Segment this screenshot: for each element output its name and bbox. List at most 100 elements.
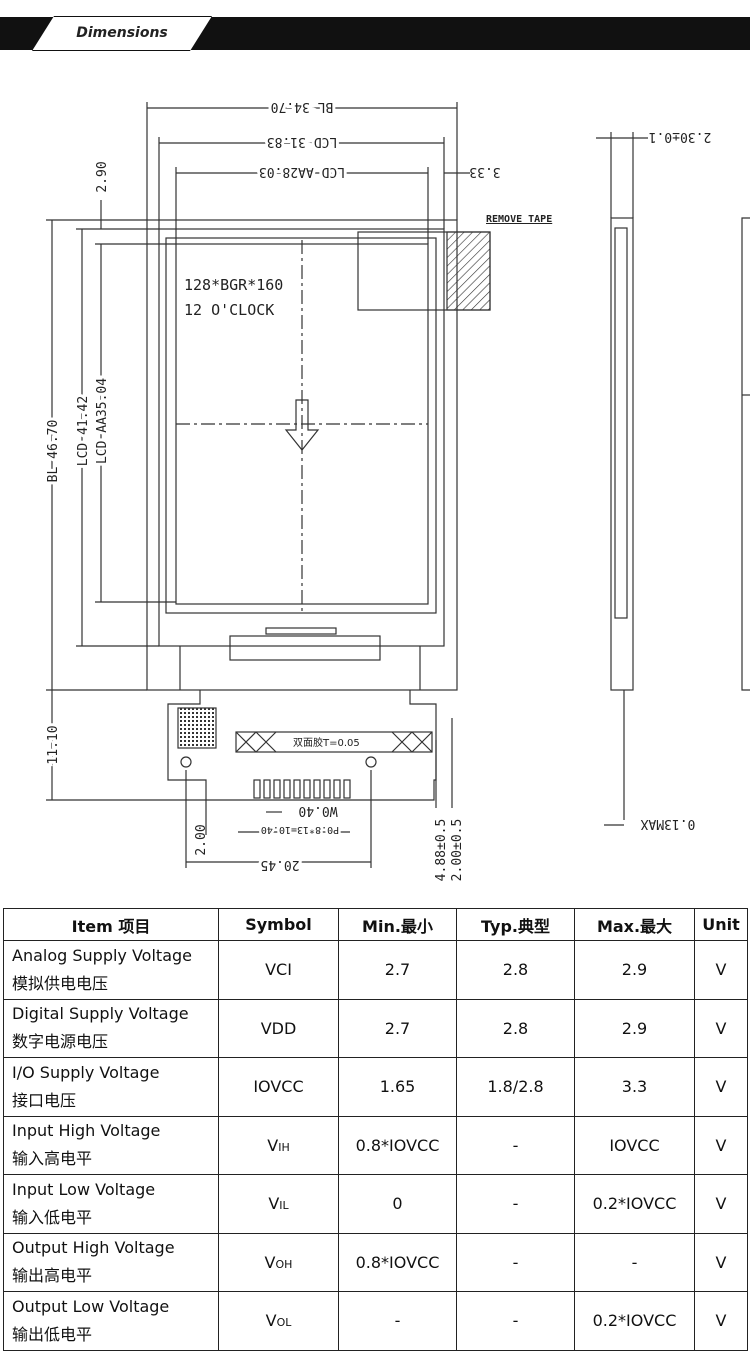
- min-cell: 2.7: [338, 940, 457, 1000]
- typ-cell: -: [456, 1115, 575, 1175]
- item-en: Analog Supply Voltage: [12, 945, 192, 965]
- typ-cell: 1.8/2.8: [456, 1057, 575, 1117]
- dim-pin-width: W0.40: [298, 803, 337, 818]
- min-cell: 2.7: [338, 998, 457, 1058]
- symbol-cell: IOVCC: [218, 1057, 339, 1117]
- unit-cell: V: [694, 1291, 748, 1351]
- item-cell: I/O Supply Voltage 接口电压: [3, 1057, 219, 1117]
- item-en: Output High Voltage: [12, 1238, 175, 1258]
- dim-fpc-h2: 2.00±0.5: [450, 819, 465, 882]
- unit-cell: V: [694, 998, 748, 1058]
- item-cn: 输入低电平: [12, 1207, 93, 1227]
- header-tab: [32, 16, 212, 51]
- header-typ: Typ.典型: [456, 908, 575, 941]
- fpc-outline: [167, 690, 437, 801]
- table-header-row: Item 项目 Symbol Min.最小 Typ.典型 Max.最大 Unit: [3, 908, 748, 941]
- dim-pitch: P0.8*13=10.40: [261, 824, 339, 835]
- item-en: Digital Supply Voltage: [12, 1004, 189, 1024]
- table-row: I/O Supply Voltage 接口电压 IOVCC 1.65 1.8/2.…: [3, 1057, 748, 1117]
- active-area-outer: [165, 237, 437, 614]
- dim-aa-height: LCD AA35.04: [95, 378, 110, 464]
- dim-lcd-height: LCD 41.42: [76, 396, 91, 466]
- electrical-spec-table: Item 项目 Symbol Min.最小 Typ.典型 Max.最大 Unit…: [3, 908, 748, 1351]
- max-cell: 0.2*IOVCC: [574, 1291, 695, 1351]
- table-row: Input Low Voltage 输入低电平 VIL 0 - 0.2*IOVCC…: [3, 1174, 748, 1234]
- item-cn: 模拟供电电压: [12, 973, 109, 993]
- unit-cell: V: [694, 1057, 748, 1117]
- typ-cell: -: [456, 1291, 575, 1351]
- min-cell: -: [338, 1291, 457, 1351]
- max-cell: IOVCC: [574, 1115, 695, 1175]
- max-cell: 3.3: [574, 1057, 695, 1117]
- item-en: I/O Supply Voltage: [12, 1062, 160, 1082]
- dim-offset-top: 2.90: [95, 161, 110, 192]
- header-unit: Unit: [694, 908, 748, 941]
- dim-fpc-length: 11.10: [46, 725, 61, 764]
- symbol-cell: VIL: [218, 1174, 339, 1234]
- table-row: Output High Voltage 输出高电平 VOH 0.8*IOVCC -…: [3, 1232, 748, 1292]
- min-cell: 1.65: [338, 1057, 457, 1117]
- item-cell: Output High Voltage 输出高电平: [3, 1232, 219, 1292]
- typ-cell: -: [456, 1232, 575, 1292]
- item-en: Input High Voltage: [12, 1121, 161, 1141]
- item-cn: 接口电压: [12, 1090, 77, 1110]
- typ-cell: 2.8: [456, 940, 575, 1000]
- max-cell: -: [574, 1232, 695, 1292]
- backlight-outline: [146, 219, 458, 691]
- double-tape: [235, 731, 433, 753]
- lcd-outline: [158, 228, 445, 647]
- unit-cell: V: [694, 940, 748, 1000]
- min-cell: 0.8*IOVCC: [338, 1232, 457, 1292]
- min-cell: 0: [338, 1174, 457, 1234]
- fpc-pins: [253, 779, 351, 799]
- item-cn: 输出高电平: [12, 1266, 93, 1286]
- typ-cell: 2.8: [456, 998, 575, 1058]
- orientation-label: 12 O'CLOCK: [184, 301, 274, 319]
- min-cell: 0.8*IOVCC: [338, 1115, 457, 1175]
- unit-cell: V: [694, 1174, 748, 1234]
- max-cell: 0.2*IOVCC: [574, 1174, 695, 1234]
- symbol-cell: VCI: [218, 940, 339, 1000]
- dim-max-thickness: 0.13MAX: [640, 816, 695, 831]
- unit-cell: V: [694, 1115, 748, 1175]
- typ-cell: -: [456, 1174, 575, 1234]
- dim-bl-width: BL 34.70: [271, 99, 334, 114]
- dim-fpc-width: 20.45: [260, 857, 299, 872]
- tape-hatch: [446, 231, 491, 311]
- header-min: Min.最小: [338, 908, 457, 941]
- dim-lcd-width: LCD 31.83: [267, 134, 337, 149]
- dim-fpc-h1: 4.88±0.5: [434, 819, 449, 882]
- item-cn: 输入高电平: [12, 1149, 93, 1169]
- dimension-drawing: BL 34.70 LCD 31.83 LCD AA28.03 3.33 2.30…: [43, 96, 750, 882]
- symbol-cell: VDD: [218, 998, 339, 1058]
- resolution-label: 128*BGR*160: [184, 276, 283, 294]
- item-en: Input Low Voltage: [12, 1179, 156, 1199]
- header-symbol: Symbol: [218, 908, 339, 941]
- remove-tape-label: REMOVE TAPE: [486, 214, 552, 225]
- item-en: Output Low Voltage: [12, 1296, 170, 1316]
- item-cell: Input Low Voltage 输入低电平: [3, 1174, 219, 1234]
- max-cell: 2.9: [574, 998, 695, 1058]
- item-cell: Input High Voltage 输入高电平: [3, 1115, 219, 1175]
- dim-offset-right: 3.33: [469, 164, 500, 179]
- header-item: Item 项目: [3, 908, 219, 941]
- header-max: Max.最大: [574, 908, 695, 941]
- orientation-arrow: [284, 399, 320, 451]
- symbol-cell: VOL: [218, 1291, 339, 1351]
- dim-thickness: 2.30±0.1: [649, 129, 712, 144]
- unit-cell: V: [694, 1232, 748, 1292]
- dim-aa-width: LCD AA28.03: [259, 164, 345, 179]
- dim-bl-height: BL 46.70: [46, 420, 61, 483]
- max-cell: 2.9: [574, 940, 695, 1000]
- side-view: [610, 217, 634, 691]
- section-title: Dimensions: [76, 25, 168, 41]
- dim-fpc-pin-offset: 2.00: [194, 824, 209, 855]
- symbol-cell: VOH: [218, 1232, 339, 1292]
- fpc-stiffener-dots: [177, 707, 217, 749]
